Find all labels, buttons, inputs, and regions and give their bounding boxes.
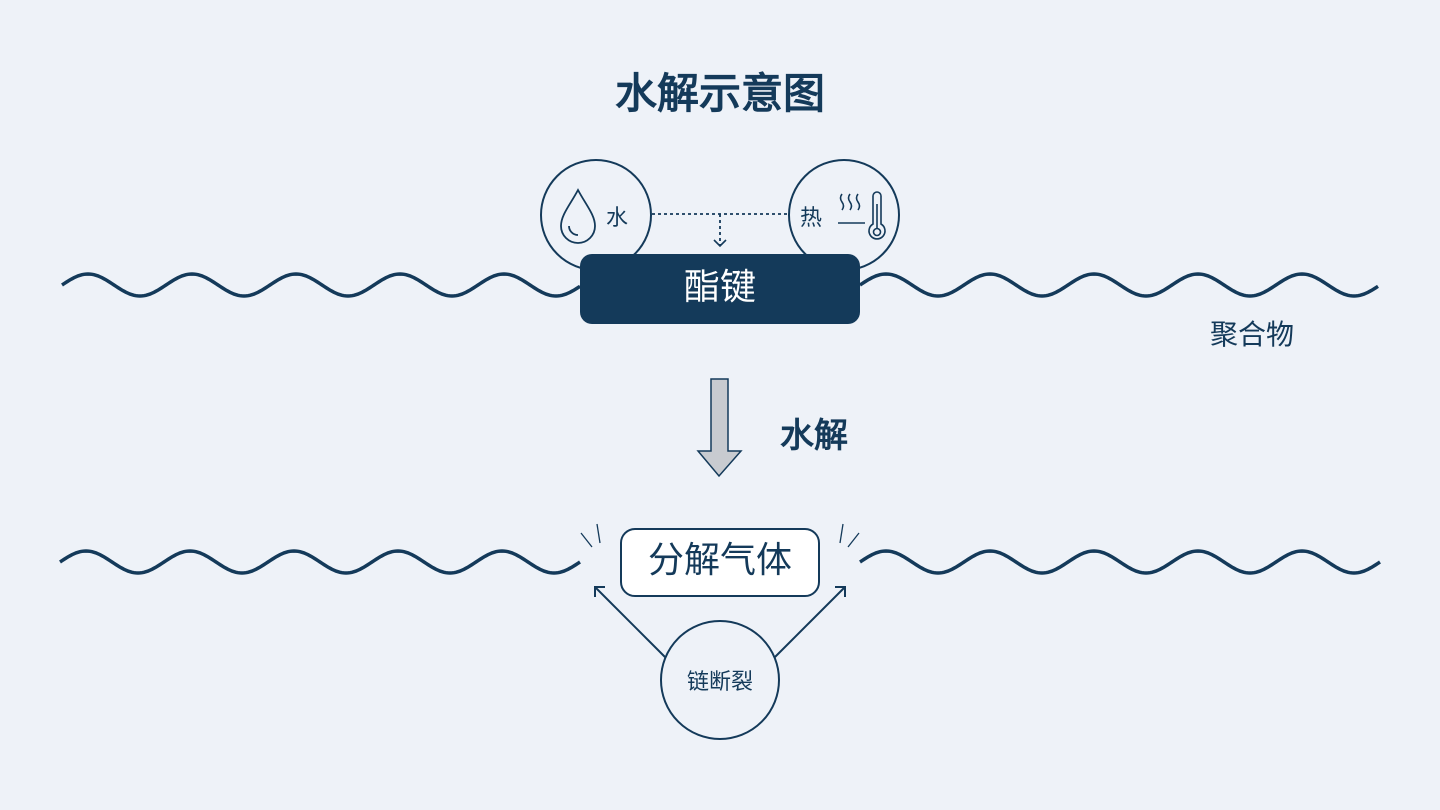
heat-label: 热 xyxy=(800,206,823,231)
polymer-chain-bottom-right xyxy=(859,549,1381,575)
ester-bond-box xyxy=(580,254,860,324)
water-drop-icon xyxy=(560,188,596,244)
dotted-connector xyxy=(652,213,788,245)
ester-bond-label: 酯键 xyxy=(683,267,756,308)
burst-lines-icon xyxy=(580,523,860,548)
scission-arrows xyxy=(594,586,846,658)
thermometer-heat-icon xyxy=(838,191,886,240)
polymer-chain-bottom-left xyxy=(59,549,581,575)
page-title: 水解示意图 xyxy=(614,69,825,118)
decomposed-gas-box xyxy=(620,528,820,597)
dotted-arrowhead-icon xyxy=(713,239,727,248)
chain-scission-circle xyxy=(660,620,780,740)
chain-scission-label: 链断裂 xyxy=(686,670,753,695)
water-label: 水 xyxy=(606,206,629,231)
polymer-chain-top-left xyxy=(61,272,581,298)
polymer-label: 聚合物 xyxy=(1210,318,1295,351)
polymer-chain-top-right xyxy=(859,272,1379,298)
decomposed-gas-label: 分解气体 xyxy=(647,540,792,581)
hydrolysis-label: 水解 xyxy=(780,416,848,456)
down-arrow-icon xyxy=(696,378,743,478)
